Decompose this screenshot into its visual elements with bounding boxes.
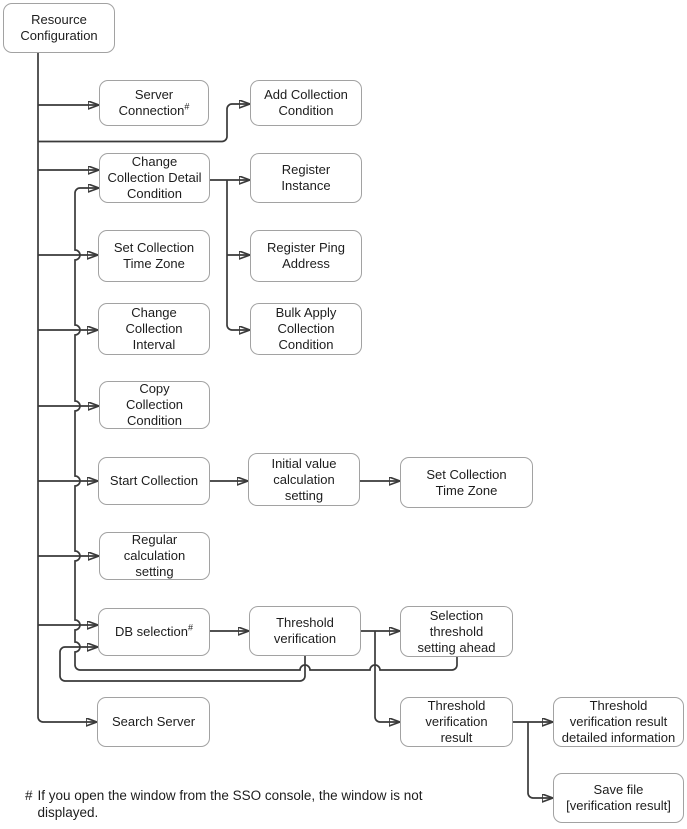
node-label: Copy Collection Condition [125, 381, 184, 428]
loop-selection-threshold-to-ccdc [74, 188, 458, 671]
node-resource-configuration: Resource Configuration [3, 3, 115, 53]
node-selection-threshold-setting-ahead: Selection threshold setting ahead [400, 606, 513, 657]
trunk-line [37, 53, 96, 722]
footnote-ref: # [187, 622, 193, 633]
node-start-collection: Start Collection [98, 457, 210, 505]
node-threshold-verification-result-detailed-information: Threshold verification result detailed i… [553, 697, 684, 747]
footnote-text: If you open the window from the SSO cons… [37, 788, 423, 820]
node-label: Server Connection [118, 87, 185, 118]
node-label: Threshold verification result detailed i… [561, 698, 676, 745]
node-label: Register Ping Address [266, 240, 346, 271]
node-label: Register Instance [281, 162, 331, 193]
node-save-file-verification-result: Save file [verification result] [553, 773, 684, 823]
node-bulk-apply-collection-condition: Bulk Apply Collection Condition [250, 303, 362, 355]
node-label: Threshold verification [273, 615, 337, 646]
node-label: Bulk Apply Collection Condition [275, 305, 337, 352]
node-regular-calculation-setting: Regular calculation setting [99, 532, 210, 580]
footnote-marker: # [25, 788, 33, 803]
edge-ccdc-bulk-apply-collection-condition [226, 180, 249, 330]
node-label: Start Collection [109, 473, 199, 488]
node-label: Threshold verification result [425, 698, 488, 745]
node-label: Regular calculation setting [123, 532, 186, 579]
node-label: Initial value calculation setting [271, 455, 337, 503]
loop-threshold-verification-to-db-selection [59, 647, 306, 682]
node-copy-collection-condition: Copy Collection Condition [99, 381, 210, 429]
node-label: Search Server [111, 714, 196, 729]
node-label: Selection threshold setting ahead [417, 607, 496, 655]
edge-tvr-save-file [527, 722, 552, 798]
node-label: Set Collection Time Zone [113, 240, 195, 271]
node-db-selection: DB selection# [98, 608, 210, 656]
node-change-collection-detail-condition: Change Collection Detail Condition [99, 153, 210, 203]
edge-root-add-collection-condition [38, 104, 249, 143]
node-search-server: Search Server [97, 697, 210, 747]
node-register-instance: Register Instance [250, 153, 362, 203]
node-add-collection-condition: Add Collection Condition [250, 80, 362, 126]
footnote-ref: # [184, 101, 190, 112]
node-label: DB selection [115, 624, 188, 639]
node-register-ping-address: Register Ping Address [250, 230, 362, 282]
node-initial-value-calculation-setting: Initial value calculation setting [248, 453, 360, 506]
node-label: Save file [verification result] [566, 782, 671, 813]
node-server-connection: Server Connection# [99, 80, 209, 126]
node-set-collection-time-zone-2: Set Collection Time Zone [400, 457, 533, 508]
node-label: Add Collection Condition [264, 87, 348, 118]
node-label: Set Collection Time Zone [426, 466, 507, 498]
node-label: Change Collection Detail Condition [107, 154, 202, 201]
node-label: Resource Configuration [20, 12, 98, 43]
node-change-collection-interval: Change Collection Interval [98, 303, 210, 355]
node-threshold-verification-result: Threshold verification result [400, 697, 513, 747]
footnote: # If you open the window from the SSO co… [25, 787, 422, 821]
node-label: Change Collection Interval [125, 305, 183, 352]
node-threshold-verification: Threshold verification [249, 606, 361, 656]
edge-threshold-verification-result-branch [374, 631, 399, 722]
node-set-collection-time-zone: Set Collection Time Zone [98, 230, 210, 282]
